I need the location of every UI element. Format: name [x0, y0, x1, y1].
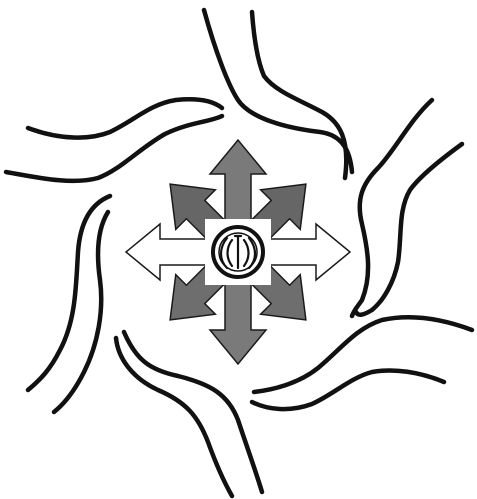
- hand-upper-left-inner: [6, 116, 222, 181]
- hand-bottom-inner: [116, 338, 232, 496]
- hand-top-inner: [252, 12, 346, 178]
- hand-lower-right-inner: [252, 370, 444, 409]
- hand-left-outer: [28, 196, 110, 390]
- national-emblem-icon: [213, 227, 263, 277]
- hand-upper-left-outer: [28, 99, 222, 137]
- hand-right-inner: [356, 144, 462, 315]
